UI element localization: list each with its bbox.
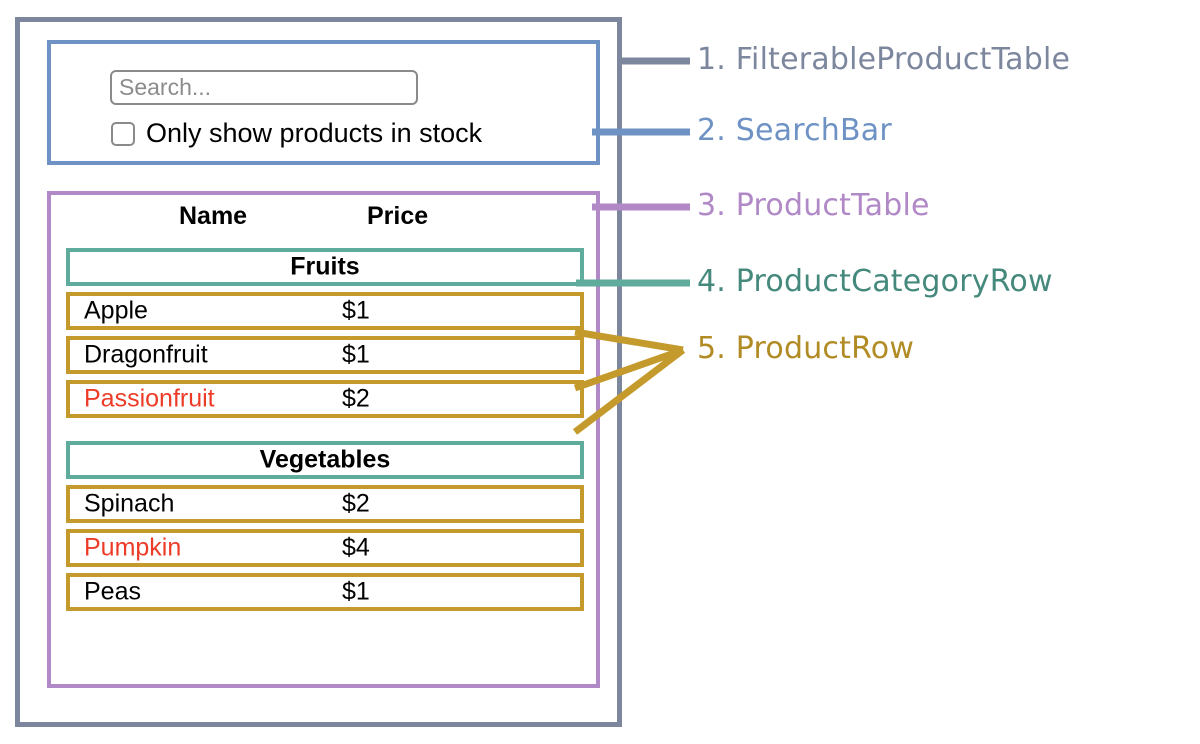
product-name: Spinach [84, 489, 175, 518]
product-price: $4 [342, 533, 370, 562]
product-row: Passionfruit $2 [66, 380, 584, 418]
product-table-container: Name Price Fruits Apple $1 Dragonfruit $… [47, 191, 600, 688]
column-header-name: Name [179, 202, 248, 230]
annotation-label-2: 2. SearchBar [697, 113, 892, 148]
product-category-label: Vegetables [259, 445, 391, 474]
product-row: Dragonfruit $1 [66, 336, 584, 374]
product-name: Passionfruit [84, 384, 215, 413]
search-input[interactable] [110, 70, 418, 105]
filterable-product-table-container: Only show products in stock Name Price F… [15, 17, 622, 727]
product-row: Pumpkin $4 [66, 529, 584, 567]
product-price: $1 [342, 296, 370, 325]
product-name: Apple [84, 296, 148, 325]
product-row: Spinach $2 [66, 485, 584, 523]
product-category-row: Vegetables [66, 441, 584, 479]
annotation-label-1: 1. FilterableProductTable [697, 42, 1071, 77]
product-table-header: Name Price [51, 202, 596, 240]
product-row: Peas $1 [66, 573, 584, 611]
product-name: Pumpkin [84, 533, 182, 562]
column-header-price: Price [367, 202, 429, 230]
product-price: $2 [342, 489, 370, 518]
in-stock-filter-row[interactable]: Only show products in stock [111, 120, 482, 147]
product-category-label: Fruits [290, 252, 360, 281]
annotation-label-4: 4. ProductCategoryRow [697, 264, 1053, 299]
product-category-row: Fruits [66, 248, 584, 286]
product-name: Peas [84, 577, 141, 606]
product-price: $1 [342, 577, 370, 606]
annotation-label-5: 5. ProductRow [697, 331, 915, 366]
product-price: $2 [342, 384, 370, 413]
product-name: Dragonfruit [84, 340, 208, 369]
annotation-label-3: 3. ProductTable [697, 188, 930, 223]
in-stock-checkbox-label: Only show products in stock [146, 118, 483, 148]
in-stock-checkbox[interactable] [111, 121, 135, 146]
search-bar-container: Only show products in stock [47, 40, 600, 165]
product-row: Apple $1 [66, 292, 584, 330]
product-price: $1 [342, 340, 370, 369]
